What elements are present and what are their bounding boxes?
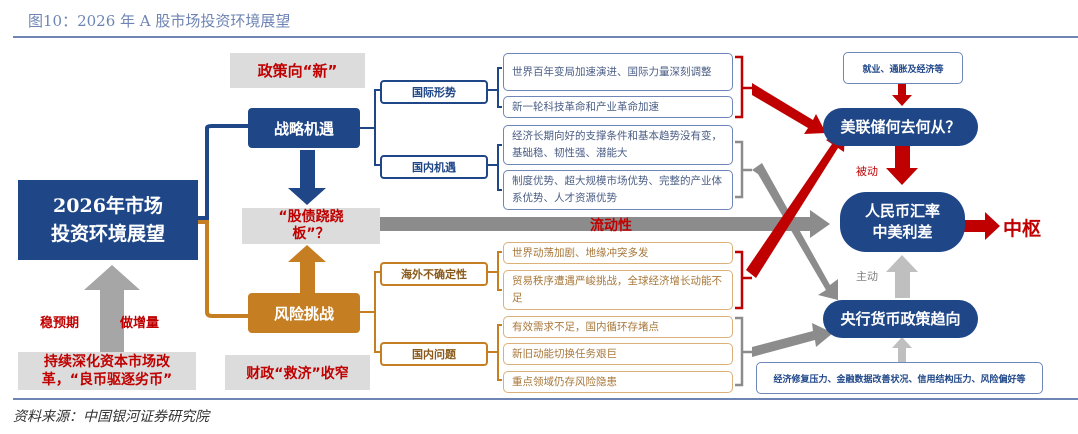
liquidity-label: 流动性 [590,218,632,234]
stabilize-expectations-label: 稳预期 [40,316,80,331]
figure-title: 图10：2026 年 A 股市场投资环境展望 [28,12,291,30]
passive-label: 被动 [856,165,878,178]
leaf-overseas-1: 世界动荡加剧、地缘冲突多发 [503,242,733,264]
seesaw-line1: “股债跷跷 [278,209,344,225]
increase-volume-label: 做增量 [120,316,160,331]
pboc-node: 央行货币政策趋向 [823,300,978,338]
connector-root-opportunity [198,124,248,220]
leaf-domestic-problem-2: 新旧动能切换任务艰巨 [503,343,733,365]
policy-new-label: 政策向“新” [230,53,365,88]
connector-overseas-items [486,251,502,291]
sub-international: 国际形势 [380,80,488,104]
sub-domestic-problems: 国内问题 [380,342,488,366]
root-node-line2: 投资环境展望 [50,223,165,245]
arrow-liquidity [248,210,830,238]
reform-line2: 革，“良币驱逐劣币” [41,372,173,388]
hub-label: 中枢 [1003,218,1042,240]
connector-risk-subs [360,271,380,353]
rmb-line2: 中美利差 [872,223,933,241]
root-node-line1: 2026年市场 [53,195,163,217]
branch-opportunity: 战略机遇 [248,108,360,148]
bracket-domestic-problems [735,316,752,387]
stock-bond-seesaw-label: “股债跷跷 板”？ [242,208,380,244]
arrow-factors-to-fed [892,82,912,106]
reform-line1: 持续深化资本市场改 [44,354,170,370]
rmb-node: 人民币汇率 中美利差 [840,192,965,252]
arrow-pboc-to-rmb [886,255,918,298]
active-label: 主动 [856,270,878,283]
arrow-intl-to-fed [752,83,826,134]
connector-intl-items [486,67,502,108]
bottom-factors-box: 经济修复压力、金融数据改善状况、信用结构压力、风险偏好等 [756,362,1043,394]
leaf-domestic-2: 制度优势、超大规模市场优势、完整的产业体系优势、人才资源优势 [503,170,733,210]
leaf-intl-2: 新一轮科技革命和产业革命加速 [503,96,733,118]
arrow-fed-to-rmb [886,146,918,185]
leaf-domestic-problem-1: 有效需求不足，国内循环存堵点 [503,316,733,338]
fed-node: 美联储何去何从？ [823,108,978,146]
arrow-domestic-to-pboc [752,163,838,300]
leaf-overseas-2: 贸易秩序遭遇严峻挑战，全球经济增长动能不足 [503,270,733,310]
top-factors-box: 就业、通胀及经济等 [843,52,963,84]
arrow-opportunity-down [288,150,326,205]
arrow-overseas-to-fed [746,130,845,278]
arrow-problems-to-pboc [752,323,833,357]
source-note: 资料来源：中国银河证券研究院 [13,409,209,425]
sub-domestic-opportunity: 国内机遇 [380,155,488,179]
connector-domestic-items [486,144,502,191]
leaf-domestic-1: 经济长期向好的支撑条件和基本趋势没有变，基础稳、韧性强、潜能大 [503,125,733,165]
rmb-line1: 人民币汇率 [864,202,940,220]
arrow-rmb-to-hub [962,212,1000,240]
arrow-bottom-to-pboc [892,337,912,362]
reform-label: 持续深化资本市场改 革，“良币驱逐劣币” [18,352,196,390]
source-rule [13,398,1078,400]
leaf-domestic-problem-3: 重点领域仍存风险隐患 [503,371,733,393]
bracket-overseas [735,250,752,310]
branch-risk: 风险挑战 [248,293,360,333]
title-rule [13,36,1078,38]
arrow-reform-up [84,265,140,360]
bracket-domestic [735,140,752,199]
leaf-intl-1: 世界百年变局加速演进、国际力量深刻调整 [503,53,733,91]
connector-opportunity-subs [360,89,380,166]
connector-root-risk [198,220,248,318]
seesaw-line2: 板”？ [292,226,330,242]
bracket-intl [735,55,752,119]
fiscal-relief-label: 财政“救济”收窄 [225,355,370,390]
arrow-risk-up [288,245,326,295]
sub-overseas-uncertainty: 海外不确定性 [380,262,488,286]
root-node: 2026年市场 投资环境展望 [18,180,198,260]
connector-domestic-problem-items [486,324,502,381]
